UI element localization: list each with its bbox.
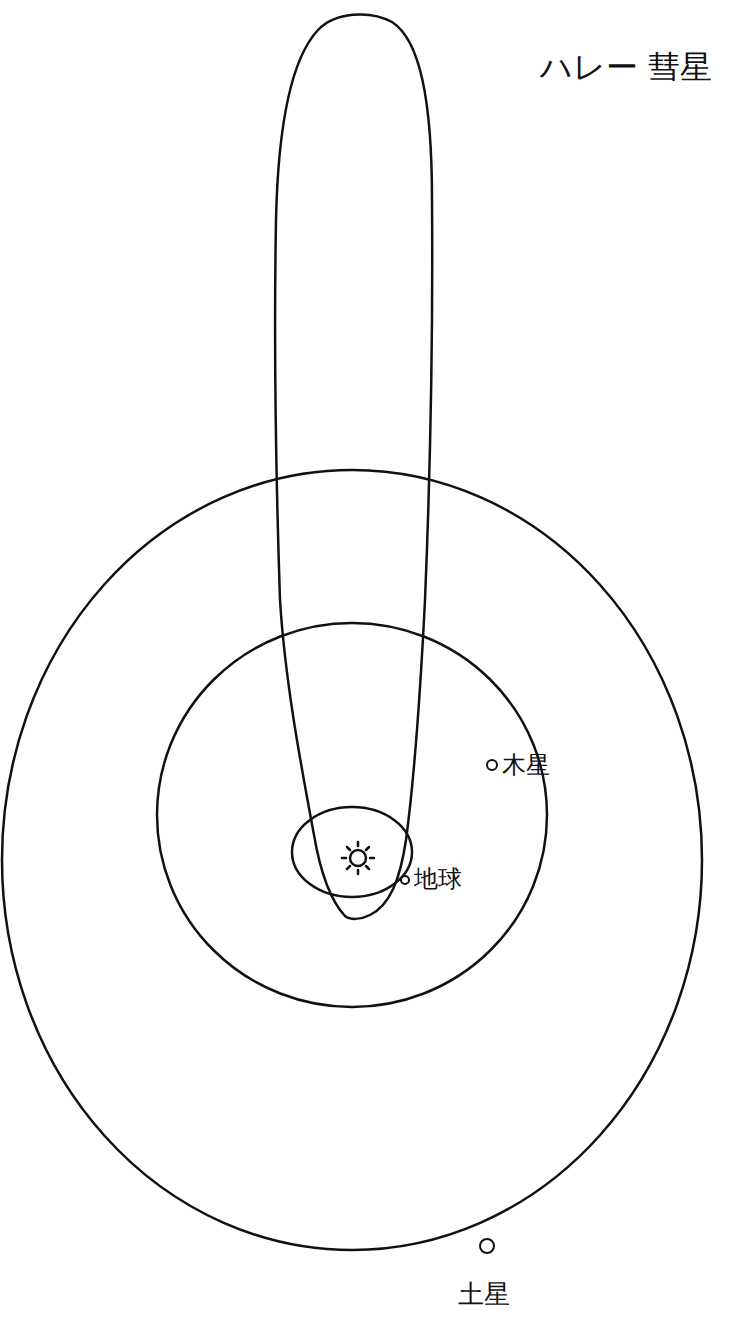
earth-orbit xyxy=(292,807,412,897)
saturn-orbit xyxy=(2,470,702,1250)
saturn-dot xyxy=(480,1239,494,1253)
jupiter-dot xyxy=(487,760,497,770)
planet-label: 土星 xyxy=(458,1280,510,1309)
jupiter-orbit xyxy=(157,623,547,1007)
comet-orbit xyxy=(275,14,432,918)
sun-symbol xyxy=(342,842,374,874)
comet-label: ハレー 彗星 xyxy=(540,50,712,85)
earth-dot xyxy=(401,876,409,884)
planet-label: 地球 xyxy=(414,866,462,892)
planet-label: 木星 xyxy=(502,752,550,778)
